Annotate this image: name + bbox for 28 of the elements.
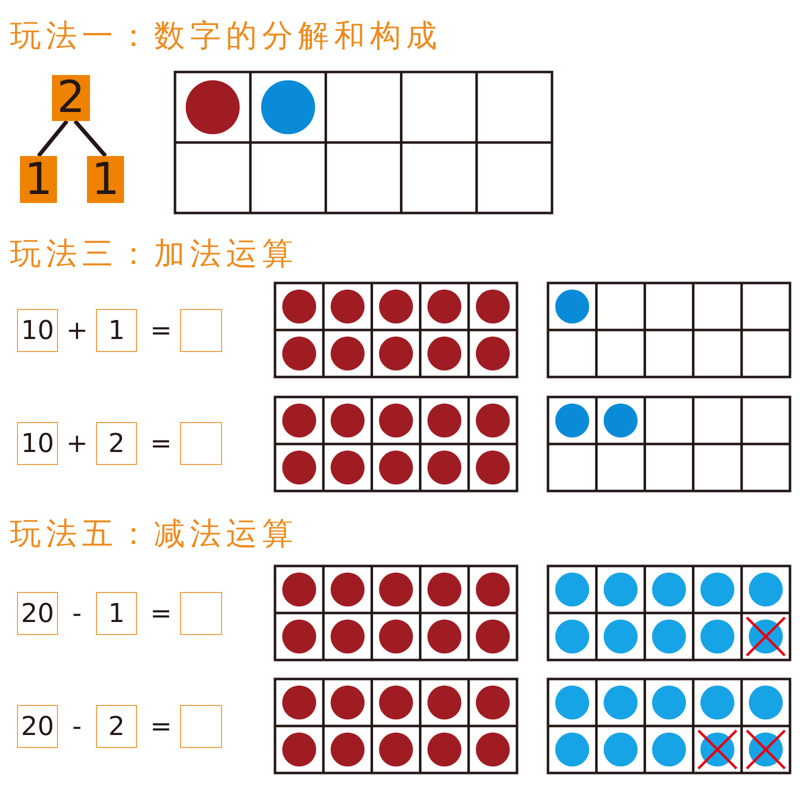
number-box: 1: [96, 309, 137, 352]
operator-sign: +: [66, 318, 88, 344]
number-box: 20: [17, 592, 58, 635]
operator-sign: +: [66, 431, 88, 457]
equals-sign: =: [150, 601, 172, 627]
operator-sign: -: [72, 714, 82, 740]
number-tile: 1: [20, 156, 57, 203]
answer-box: [180, 592, 222, 635]
section-heading: 玩法一：数字的分解和构成: [10, 21, 442, 52]
answer-box: [180, 705, 222, 748]
answer-box: [180, 422, 222, 465]
number-tile: 1: [87, 156, 124, 203]
section-heading: 玩法五：减法运算: [10, 519, 298, 550]
equals-sign: =: [150, 714, 172, 740]
number-box: 20: [17, 705, 58, 748]
number-box: 2: [96, 705, 137, 748]
answer-box: [180, 309, 222, 352]
number-tile: 2: [52, 75, 90, 121]
number-box: 2: [96, 422, 137, 465]
connector-line: [36, 120, 69, 158]
number-box: 1: [96, 592, 137, 635]
operator-sign: -: [72, 601, 82, 627]
section-heading: 玩法三：加法运算: [10, 239, 298, 270]
number-box: 10: [17, 309, 58, 352]
number-box: 10: [17, 422, 58, 465]
equals-sign: =: [150, 318, 172, 344]
equals-sign: =: [150, 431, 172, 457]
connector-line: [74, 120, 107, 158]
